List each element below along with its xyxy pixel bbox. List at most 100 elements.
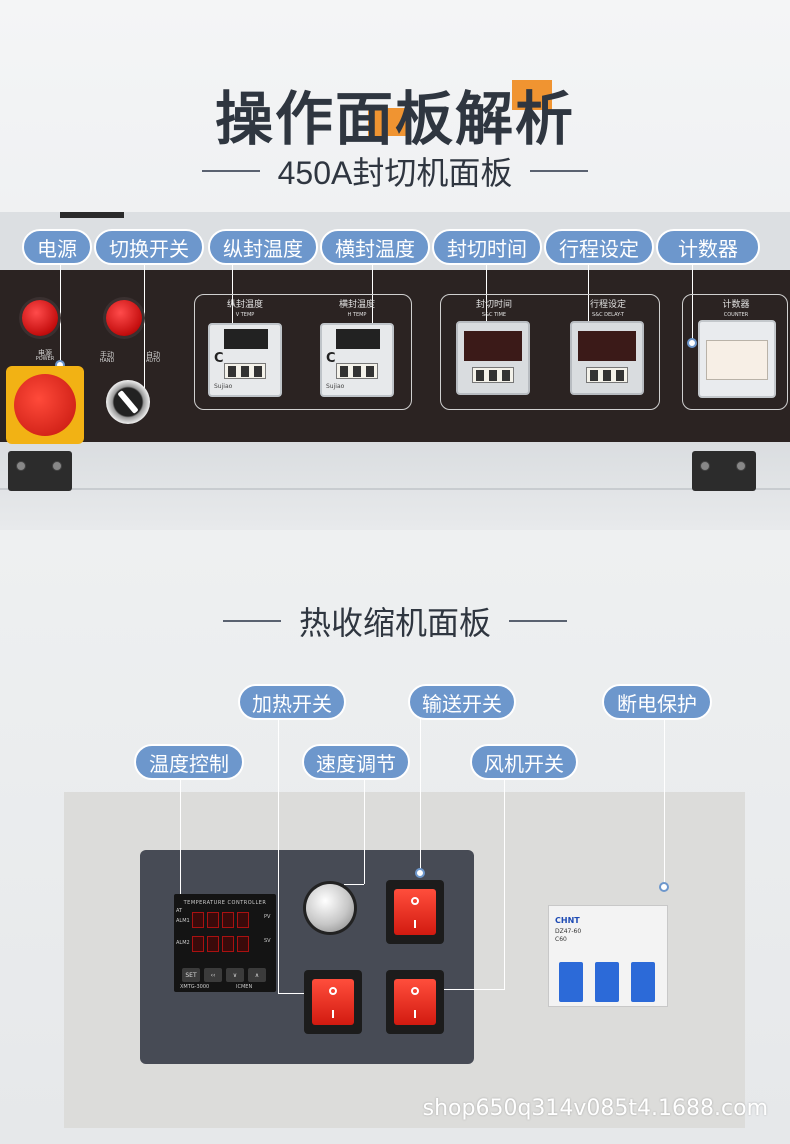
screw <box>52 461 62 471</box>
callout-line <box>144 265 145 400</box>
digit <box>222 912 234 928</box>
divider <box>222 620 281 622</box>
panel-notch <box>60 212 124 218</box>
section2-subtitle: 热收缩机面板 <box>298 604 491 642</box>
digit <box>192 936 204 952</box>
temperature-controller[interactable]: TEMPERATURE CONTROLLER AT ALM1 ALM2 PV S… <box>174 894 276 992</box>
set-button[interactable]: SET <box>182 968 200 982</box>
callout-line <box>278 993 324 994</box>
label-speed: 速度调节 <box>302 744 410 780</box>
meter-screen <box>336 329 380 349</box>
main-power-switch[interactable] <box>6 366 84 444</box>
off-symbol <box>411 896 419 905</box>
v-temp-meter[interactable]: C Sujiao <box>208 323 282 397</box>
digit <box>502 369 511 381</box>
digit <box>237 912 249 928</box>
digit <box>222 936 234 952</box>
v-temp-caption: 纵封温度 <box>226 300 263 310</box>
breaker-rating: C60 <box>555 936 567 943</box>
counter-device[interactable] <box>698 320 776 398</box>
controller-model: XMTG-3000 <box>180 984 210 990</box>
callout-line <box>664 718 665 888</box>
sc-time-caption-en: S&C TIME <box>481 312 507 318</box>
callout-line <box>372 265 373 343</box>
label-temp-control: 温度控制 <box>134 744 244 780</box>
hinge <box>8 451 72 491</box>
digit <box>192 912 204 928</box>
off-symbol <box>329 986 337 995</box>
digit <box>352 365 361 377</box>
section2-subtitle-row: 热收缩机面板 <box>0 598 790 644</box>
sc-time-timer[interactable] <box>456 321 530 395</box>
temp-group <box>194 294 412 410</box>
title-accent-block <box>512 80 552 110</box>
digit <box>207 936 219 952</box>
label-h-temp: 横封温度 <box>320 229 430 265</box>
label-breaker: 断电保护 <box>602 684 712 720</box>
timer-group <box>440 294 660 410</box>
hand-label: 手动 <box>100 351 114 359</box>
callout-line <box>180 778 181 914</box>
screw <box>736 461 746 471</box>
callout-line <box>692 265 693 343</box>
meter-brand: Sujiao <box>326 383 345 390</box>
callout-line <box>344 884 364 885</box>
digit <box>589 369 598 381</box>
down-arrow-button[interactable]: ∨ <box>226 968 244 982</box>
hinge <box>692 451 756 491</box>
on-symbol <box>414 919 416 928</box>
power-label: 电源 <box>38 349 52 357</box>
digit <box>488 369 497 381</box>
sc-delay-timer[interactable] <box>570 321 644 395</box>
conveyor-switch[interactable] <box>386 880 444 944</box>
off-symbol <box>411 986 419 995</box>
controller-brand: ICMEN <box>236 984 253 990</box>
breaker-pole[interactable] <box>559 962 583 1002</box>
meter-unit: C <box>214 351 224 366</box>
power-indicator-button[interactable] <box>22 300 58 336</box>
pv-display <box>192 912 249 928</box>
callout-line <box>232 265 233 343</box>
circuit-breaker[interactable]: CHNT DZ47-60 C60 <box>548 905 668 1007</box>
auto-label: 自动 <box>146 351 160 359</box>
speed-knob[interactable] <box>306 884 354 932</box>
timer-screen <box>464 331 522 361</box>
callout-line <box>420 718 421 874</box>
digit <box>339 365 348 377</box>
h-temp-caption: 横封温度 <box>338 300 375 310</box>
counter-group <box>682 294 788 410</box>
mode-selector-switch[interactable] <box>106 380 150 424</box>
breaker-model: DZ47-60 <box>555 928 582 935</box>
h-temp-caption-en: H TEMP <box>347 312 367 318</box>
label-stroke: 行程设定 <box>544 229 654 265</box>
meter-screen <box>224 329 268 349</box>
title-accent-block <box>368 108 406 136</box>
callout-line <box>504 778 505 990</box>
subtitle-row: 450A封切机面板 <box>0 148 790 194</box>
left-arrow-button[interactable]: ‹‹ <box>204 968 222 982</box>
callout-line <box>278 718 279 994</box>
up-arrow-button[interactable]: ∧ <box>248 968 266 982</box>
breaker-pole[interactable] <box>595 962 619 1002</box>
v-temp-caption-en: V TEMP <box>235 312 255 318</box>
on-symbol <box>332 1009 334 1018</box>
hand-label-en: HAND <box>99 358 115 364</box>
sc-delay-caption: 行程设定 <box>589 300 626 310</box>
auto-label-en: AUTO <box>145 358 161 364</box>
divider <box>201 170 260 172</box>
breaker-brand: CHNT <box>555 916 580 925</box>
divider <box>509 620 567 622</box>
label-conveyor: 输送开关 <box>408 684 516 720</box>
heating-switch[interactable] <box>304 970 362 1034</box>
breaker-pole[interactable] <box>631 962 655 1002</box>
fan-switch[interactable] <box>386 970 444 1034</box>
callout-line <box>486 265 487 343</box>
hand-indicator-button[interactable] <box>106 300 142 336</box>
page-title: 操作面板解析 <box>214 85 575 153</box>
h-temp-meter[interactable]: C Sujiao <box>320 323 394 397</box>
alm1-label: ALM1 <box>176 918 190 924</box>
panel-bottom-frame <box>0 442 790 530</box>
digit <box>475 369 484 381</box>
section-subtitle: 450A封切机面板 <box>277 155 513 191</box>
label-power: 电源 <box>22 229 92 265</box>
